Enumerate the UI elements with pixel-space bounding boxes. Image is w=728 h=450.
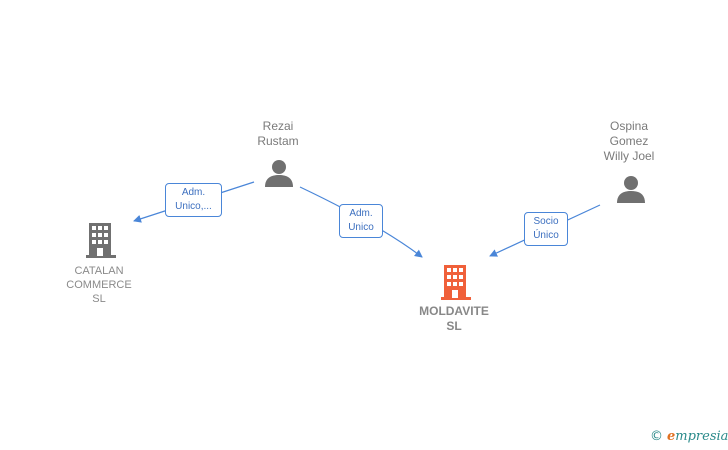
- edge-label-line: Socio: [533, 216, 559, 227]
- company-name-line: COMMERCE: [66, 279, 132, 291]
- person-name-line: Willy Joel: [603, 149, 655, 163]
- edge-label-line: Adm.: [181, 187, 206, 198]
- edge-label-line: Adm.: [349, 208, 373, 219]
- brand-name: mpresia: [675, 429, 728, 444]
- company-name-line: SL: [446, 319, 462, 333]
- person-icon[interactable]: [616, 175, 646, 203]
- company-name-line: MOLDAVITE: [419, 304, 489, 318]
- copyright-icon: ©: [650, 429, 663, 444]
- edge-label-ospina-moldavite[interactable]: Socio Único: [524, 212, 568, 246]
- person-icon[interactable]: [264, 159, 294, 187]
- edge-label-rezai-moldavite[interactable]: Adm. Unico: [339, 204, 383, 238]
- building-icon-main[interactable]: [441, 265, 471, 300]
- brand-initial: e: [667, 429, 676, 444]
- company-name-line: CATALAN: [74, 265, 124, 277]
- company-label-catalan[interactable]: CATALAN COMMERCE SL: [54, 264, 144, 306]
- building-icon[interactable]: [86, 223, 116, 258]
- person-name-line: Ospina: [609, 119, 649, 133]
- company-label-moldavite[interactable]: MOLDAVITE SL: [404, 304, 504, 334]
- person-name-line: Rustam: [257, 134, 299, 148]
- person-label-ospina[interactable]: Ospina Gomez Willy Joel: [584, 119, 674, 164]
- edge-label-line: Unico: [348, 222, 374, 233]
- brand-footer[interactable]: © empresia: [650, 429, 728, 444]
- edge-label-line: Unico,...: [175, 201, 212, 212]
- company-name-line: SL: [92, 293, 106, 305]
- person-name-line: Gomez: [609, 134, 649, 148]
- edge-label-line: Único: [533, 230, 559, 241]
- person-name-line: Rezai: [262, 119, 294, 133]
- person-label-rezai[interactable]: Rezai Rustam: [238, 119, 318, 149]
- edge-label-rezai-catalan[interactable]: Adm. Unico,...: [165, 183, 222, 217]
